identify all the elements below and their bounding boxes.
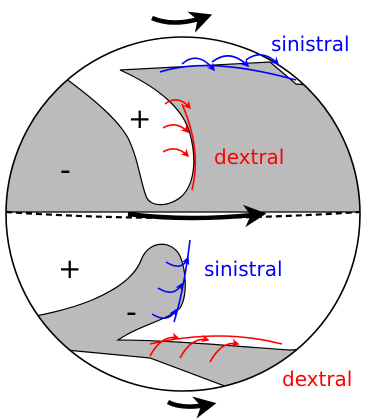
lower-sinistral-arrows bbox=[151, 239, 191, 323]
label-upper-sinistral: sinistral bbox=[271, 32, 350, 56]
sphere-outline bbox=[5, 36, 361, 392]
label-lower-sinistral: sinistral bbox=[204, 257, 283, 281]
rotation-arrow-icon-top bbox=[151, 11, 213, 33]
label-upper-dextral: dextral bbox=[214, 145, 284, 169]
plus-sign-lower: + bbox=[58, 252, 81, 285]
minus-sign-lower: - bbox=[126, 295, 137, 330]
upper-dextral-arrows bbox=[162, 99, 197, 191]
rotation-arrow-icon-bottom bbox=[166, 396, 217, 419]
label-lower-dextral: dextral bbox=[282, 367, 352, 391]
upper-shaded-region bbox=[6, 61, 360, 213]
shear-arrow-icon bbox=[127, 204, 267, 228]
upper-sinistral-arrows bbox=[159, 54, 297, 81]
plus-sign-upper: + bbox=[128, 102, 151, 135]
lower-dextral-arrows bbox=[149, 332, 283, 363]
minus-sign-upper: - bbox=[60, 153, 71, 188]
shaded-regions bbox=[6, 61, 360, 389]
